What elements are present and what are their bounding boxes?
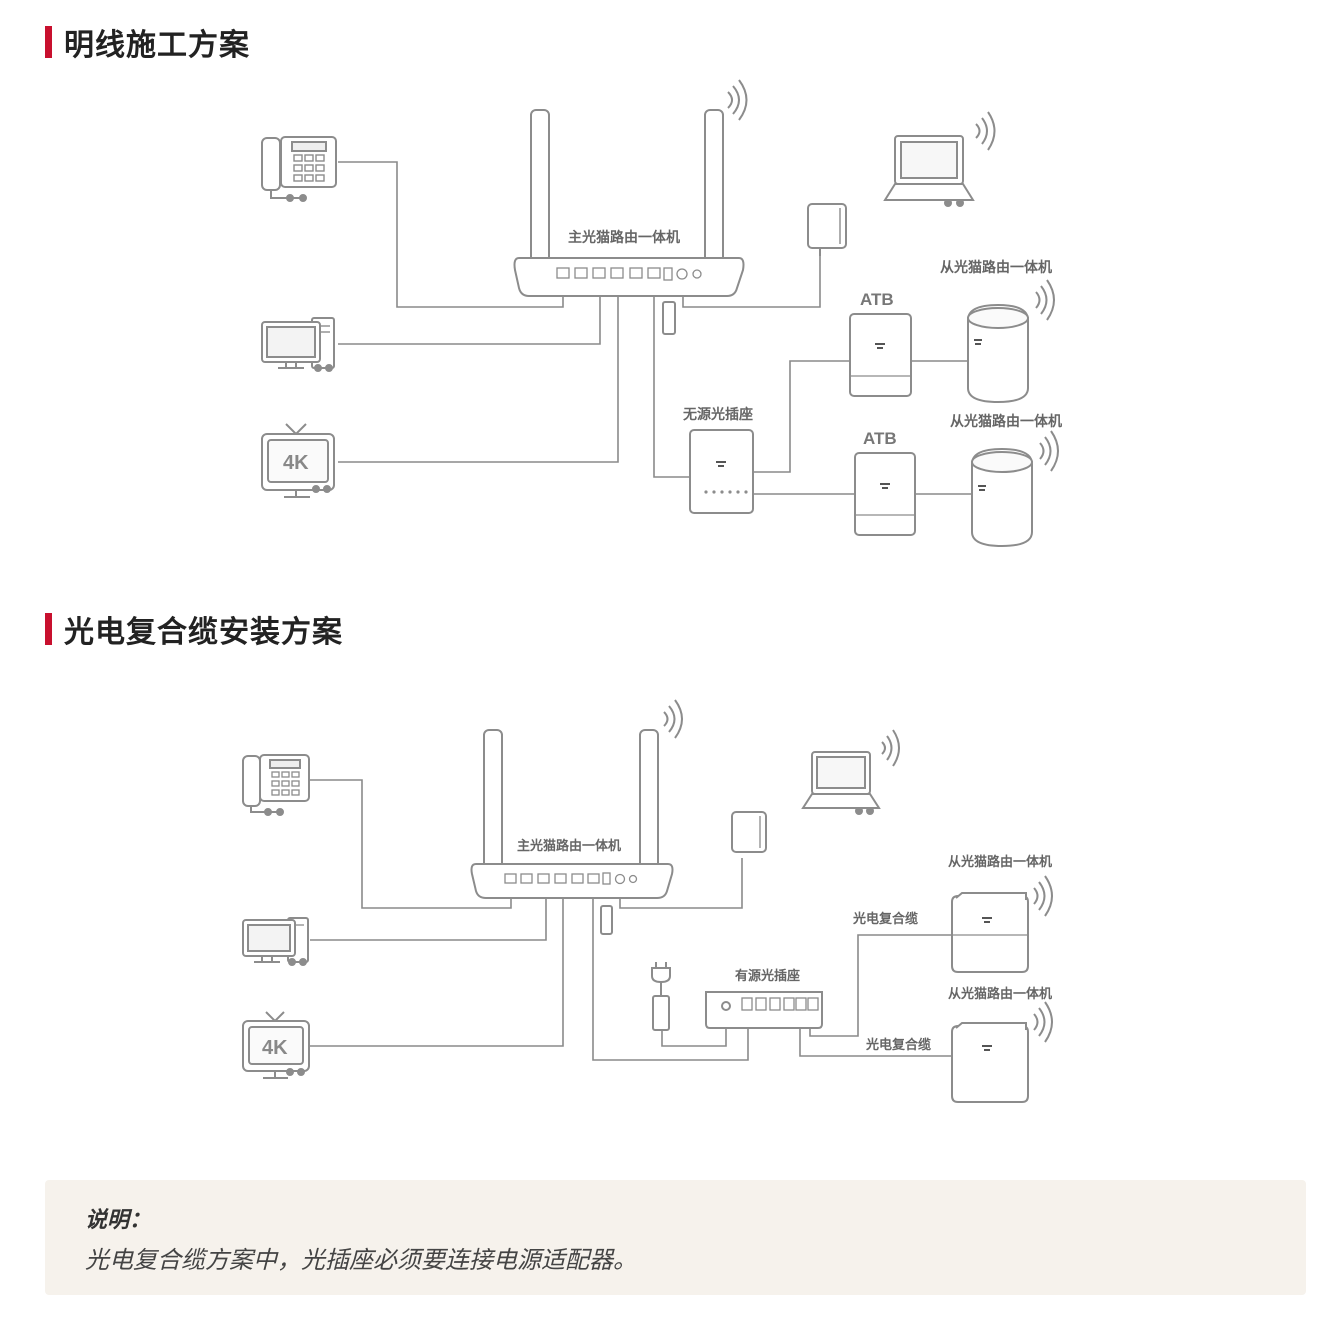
passive-optical-socket-icon — [689, 429, 754, 514]
main-router-icon — [513, 79, 748, 335]
slave-router-flat-icon — [951, 875, 1053, 973]
laptop-icon — [883, 111, 996, 207]
atb-device-icon — [849, 313, 912, 397]
line-pc-router — [338, 278, 601, 345]
note-title: 说明： — [85, 1208, 152, 1233]
main-router-icon — [470, 699, 683, 935]
atb-label-2: ATB — [863, 429, 897, 448]
section-title-open-wiring: 明线施工方案 — [45, 24, 250, 63]
slave-router-label-1: 从光猫路由一体机 — [948, 854, 1052, 870]
diagram-open-wiring: 4K 主光猫路由一体机 — [261, 79, 1062, 548]
atb-label-1: ATB — [860, 290, 894, 309]
desktop-computer-icon — [242, 917, 309, 966]
tv-4k-icon — [242, 1011, 310, 1079]
passive-socket-label: 无源光插座 — [682, 406, 753, 423]
active-optical-socket-icon — [705, 991, 823, 1029]
line-socket-atb1 — [753, 360, 850, 473]
active-socket-label: 有源光插座 — [735, 968, 800, 984]
line-phone-router — [310, 779, 512, 909]
line-tv-router — [310, 884, 564, 1047]
line-socket-slave1 — [809, 934, 952, 1037]
telephone-icon — [261, 136, 337, 202]
section-title-composite-cable: 光电复合缆安装方案 — [45, 611, 343, 650]
slave-router-cylinder-icon — [971, 430, 1059, 548]
note-box: 说明： 光电复合缆方案中，光插座必须要连接电源适配器。 — [45, 1180, 1306, 1295]
tv-4k-label: 4K — [283, 452, 309, 474]
diagram-composite-cable: 4K 主光猫路由一体机 — [242, 699, 1053, 1103]
tv-4k-label: 4K — [262, 1037, 288, 1059]
section-title-text: 光电复合缆安装方案 — [64, 615, 343, 650]
line-tv-router — [338, 278, 619, 463]
composite-cable-label-2: 光电复合缆 — [865, 1037, 931, 1053]
telephone-icon — [242, 754, 310, 816]
slave-router-label-2: 从光猫路由一体机 — [948, 986, 1052, 1002]
line-router-socket — [592, 884, 749, 1061]
line-router-socket — [653, 278, 690, 478]
wall-plug-icon — [651, 962, 671, 1031]
slave-router-flat-icon — [951, 1001, 1053, 1103]
atb-device-icon — [854, 452, 916, 536]
line-pc-router — [310, 884, 547, 941]
line-phone-router — [338, 161, 564, 308]
title-accent-bar — [45, 26, 52, 58]
section-title-text: 明线施工方案 — [64, 28, 250, 63]
slave-router-cylinder-icon — [967, 279, 1055, 404]
power-adapter-icon — [731, 811, 767, 853]
note-text: 光电复合缆方案中，光插座必须要连接电源适配器。 — [85, 1246, 637, 1274]
title-accent-bar — [45, 613, 52, 645]
slave-router-label-2: 从光猫路由一体机 — [950, 413, 1062, 430]
main-router-label: 主光猫路由一体机 — [517, 838, 621, 854]
desktop-computer-icon — [261, 317, 335, 372]
slave-router-label-1: 从光猫路由一体机 — [940, 259, 1052, 276]
main-router-label: 主光猫路由一体机 — [568, 229, 680, 246]
power-adapter-icon — [807, 203, 847, 256]
composite-cable-label-1: 光电复合缆 — [852, 911, 918, 927]
laptop-icon — [801, 729, 900, 815]
tv-4k-icon — [261, 423, 335, 498]
